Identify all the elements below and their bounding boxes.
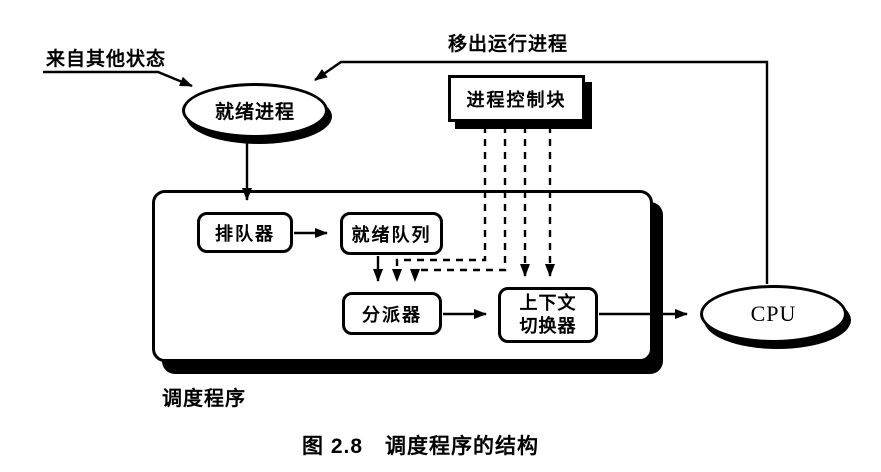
ready-process-label: 就绪进程 [214,102,295,123]
dispatcher-node: 分派器 [342,292,442,335]
scheduler-label: 调度程序 [162,388,246,410]
context-switcher-node: 上下文 切换器 [498,287,598,343]
dispatcher-label: 分派器 [362,304,422,325]
from-other-states-label: 来自其他状态 [46,49,167,70]
process-control-block-node: 进程控制块 [448,75,585,122]
cpu-label: CPU [750,301,797,326]
figure-caption: 图 2.8 调度程序的结构 [302,435,540,458]
context-switcher-label: 上下文 切换器 [519,293,577,336]
cpu-node: CPU [700,285,847,343]
queuer-node: 排队器 [197,212,293,253]
queuer-label: 排队器 [215,223,275,244]
edge-from-other-states [43,70,193,88]
move-out-running-process-label: 移出运行进程 [448,34,569,55]
ready-queue-label: 就绪队列 [351,224,432,245]
ready-queue-node: 就绪队列 [340,212,443,255]
process-control-block-label: 进程控制块 [466,89,567,110]
ready-process-node: 就绪进程 [182,83,328,138]
